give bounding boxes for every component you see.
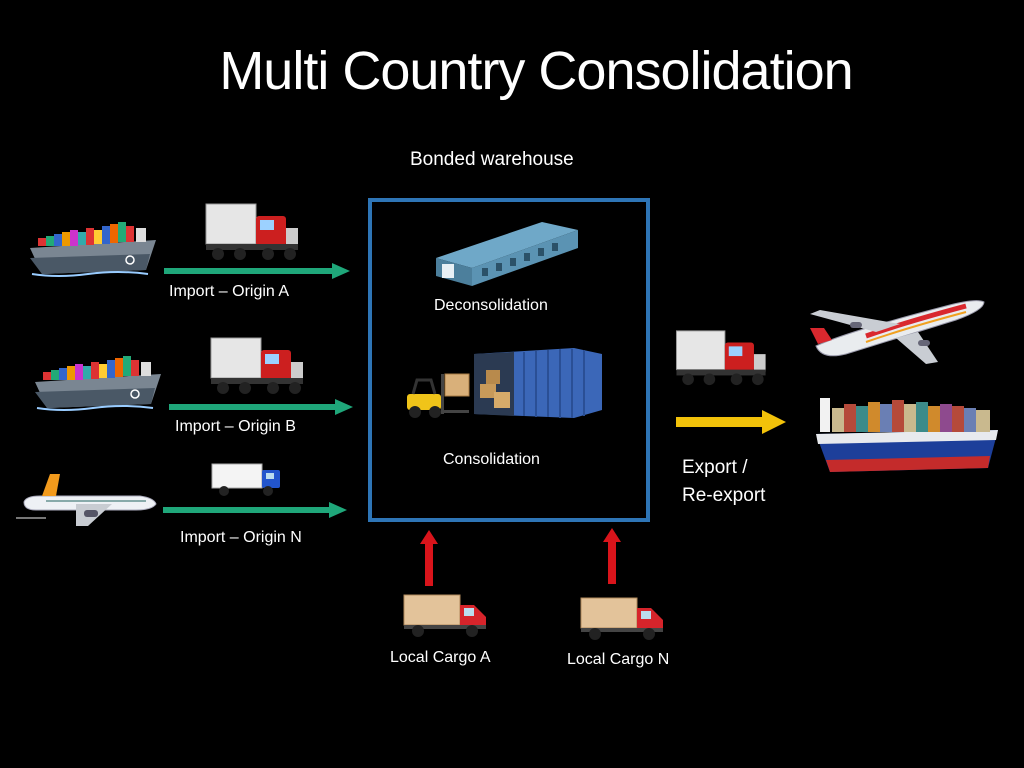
- shipping-container-icon: [474, 348, 602, 418]
- warehouse-heading: Bonded warehouse: [410, 149, 574, 170]
- page-title: Multi Country Consolidation: [219, 41, 853, 101]
- semi-truck-icon: [210, 337, 303, 394]
- local-arrow-n: [603, 528, 621, 584]
- consolidation-label: Consolidation: [443, 451, 540, 468]
- bonded-warehouse-box: [368, 198, 650, 522]
- export-label-line2: Re-export: [682, 485, 766, 506]
- import-arrow-a: [164, 263, 350, 279]
- container-ship-icon: [35, 356, 161, 411]
- local-arrow-a: [420, 530, 438, 586]
- small-truck-icon: [403, 594, 486, 637]
- airplane-icon: [810, 300, 985, 364]
- import-origin-b-label: Import – Origin B: [175, 418, 296, 435]
- export-label-line1: Export /: [682, 457, 748, 478]
- container-ship-icon: [30, 222, 156, 277]
- import-origin-n-label: Import – Origin N: [180, 529, 302, 546]
- airplane-icon: [16, 474, 157, 526]
- semi-truck-icon: [205, 203, 298, 260]
- export-label: Export / Re-export: [682, 454, 765, 510]
- local-cargo-a-label: Local Cargo A: [390, 649, 491, 666]
- import-arrow-n: [163, 502, 347, 518]
- import-origin-a-label: Import – Origin A: [169, 283, 290, 300]
- forklift-icon: [407, 373, 470, 418]
- container-ship-icon: [816, 398, 998, 472]
- box-truck-icon: [211, 463, 280, 496]
- local-cargo-n-label: Local Cargo N: [567, 651, 670, 668]
- import-arrow-b: [169, 399, 353, 415]
- semi-truck-icon: [675, 330, 766, 386]
- export-arrow: [676, 410, 786, 434]
- deconsolidation-label: Deconsolidation: [434, 297, 548, 314]
- warehouse-icon: [436, 222, 578, 286]
- small-truck-icon: [580, 597, 663, 640]
